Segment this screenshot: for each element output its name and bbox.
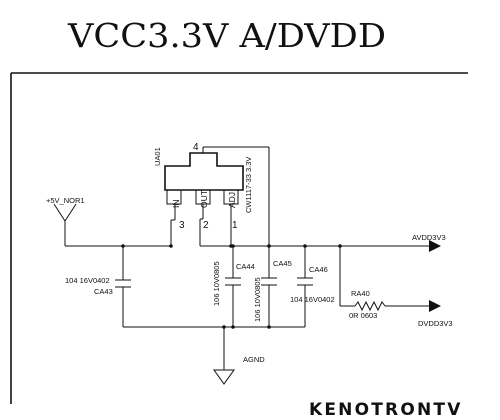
resistor-ra40: RA40 0R 0603 bbox=[349, 289, 386, 320]
input-net-label: +5V_NOR1 bbox=[46, 196, 85, 205]
ca44-value: 106 10V0805 bbox=[212, 261, 221, 306]
junction-dots bbox=[121, 244, 342, 329]
ca43-value: 104 16V0402 bbox=[65, 276, 110, 285]
regulator-ref: UA01 bbox=[153, 147, 162, 166]
ra40-value: 0R 0603 bbox=[349, 311, 377, 320]
regulator-pin-in-number: 3 bbox=[179, 220, 185, 231]
regulator-pin-adj-name: ADJ bbox=[227, 192, 237, 208]
dvdd-net-label: DVDD3V3 bbox=[418, 319, 453, 328]
schematic-wires bbox=[64, 146, 429, 370]
schematic-title: VCC3.3V A/DVDD bbox=[67, 16, 386, 55]
ca45-value: 106 10V0805 bbox=[253, 277, 262, 322]
capacitor-ca46: CA46 104 16V0402 bbox=[290, 265, 335, 304]
regulator-pin-out-number: 2 bbox=[203, 220, 209, 231]
regulator-pin-out-name: OUT bbox=[199, 190, 209, 208]
ca45-ref: CA45 bbox=[273, 259, 292, 268]
regulator-part: CW1117-33 3.3V bbox=[244, 157, 253, 213]
ground-symbol: AGND bbox=[213, 355, 265, 385]
ra40-ref: RA40 bbox=[351, 289, 370, 298]
regulator-pin-in-name: IN bbox=[171, 200, 181, 209]
ca43-ref: CA43 bbox=[94, 287, 113, 296]
capacitor-ca43: 104 16V0402 CA43 bbox=[65, 276, 131, 296]
regulator-tab-pin-number: 4 bbox=[193, 142, 199, 153]
regulator-ua01: UA01 CW1117-33 3.3V IN OUT ADJ 3 2 1 4 bbox=[153, 142, 253, 231]
avdd-net-label: AVDD3V3 bbox=[412, 233, 446, 242]
watermark-text: KENOTRONTV bbox=[309, 400, 463, 420]
capacitor-ca45: CA45 106 10V0805 bbox=[253, 259, 292, 322]
ca46-ref: CA46 bbox=[309, 265, 328, 274]
ca44-ref: CA44 bbox=[236, 262, 255, 271]
watermark: KENOTRONTV bbox=[309, 400, 463, 420]
dvdd-output-port: DVDD3V3 bbox=[418, 300, 453, 328]
ground-net-label: AGND bbox=[243, 355, 265, 364]
ca46-value: 104 16V0402 bbox=[290, 295, 335, 304]
sheet-frame bbox=[10, 72, 468, 404]
avdd-output-port: AVDD3V3 bbox=[412, 233, 446, 252]
regulator-pin-adj-number: 1 bbox=[232, 220, 238, 231]
capacitor-ca44: CA44 106 10V0805 bbox=[212, 261, 255, 306]
input-power-symbol: +5V_NOR1 bbox=[46, 196, 85, 222]
